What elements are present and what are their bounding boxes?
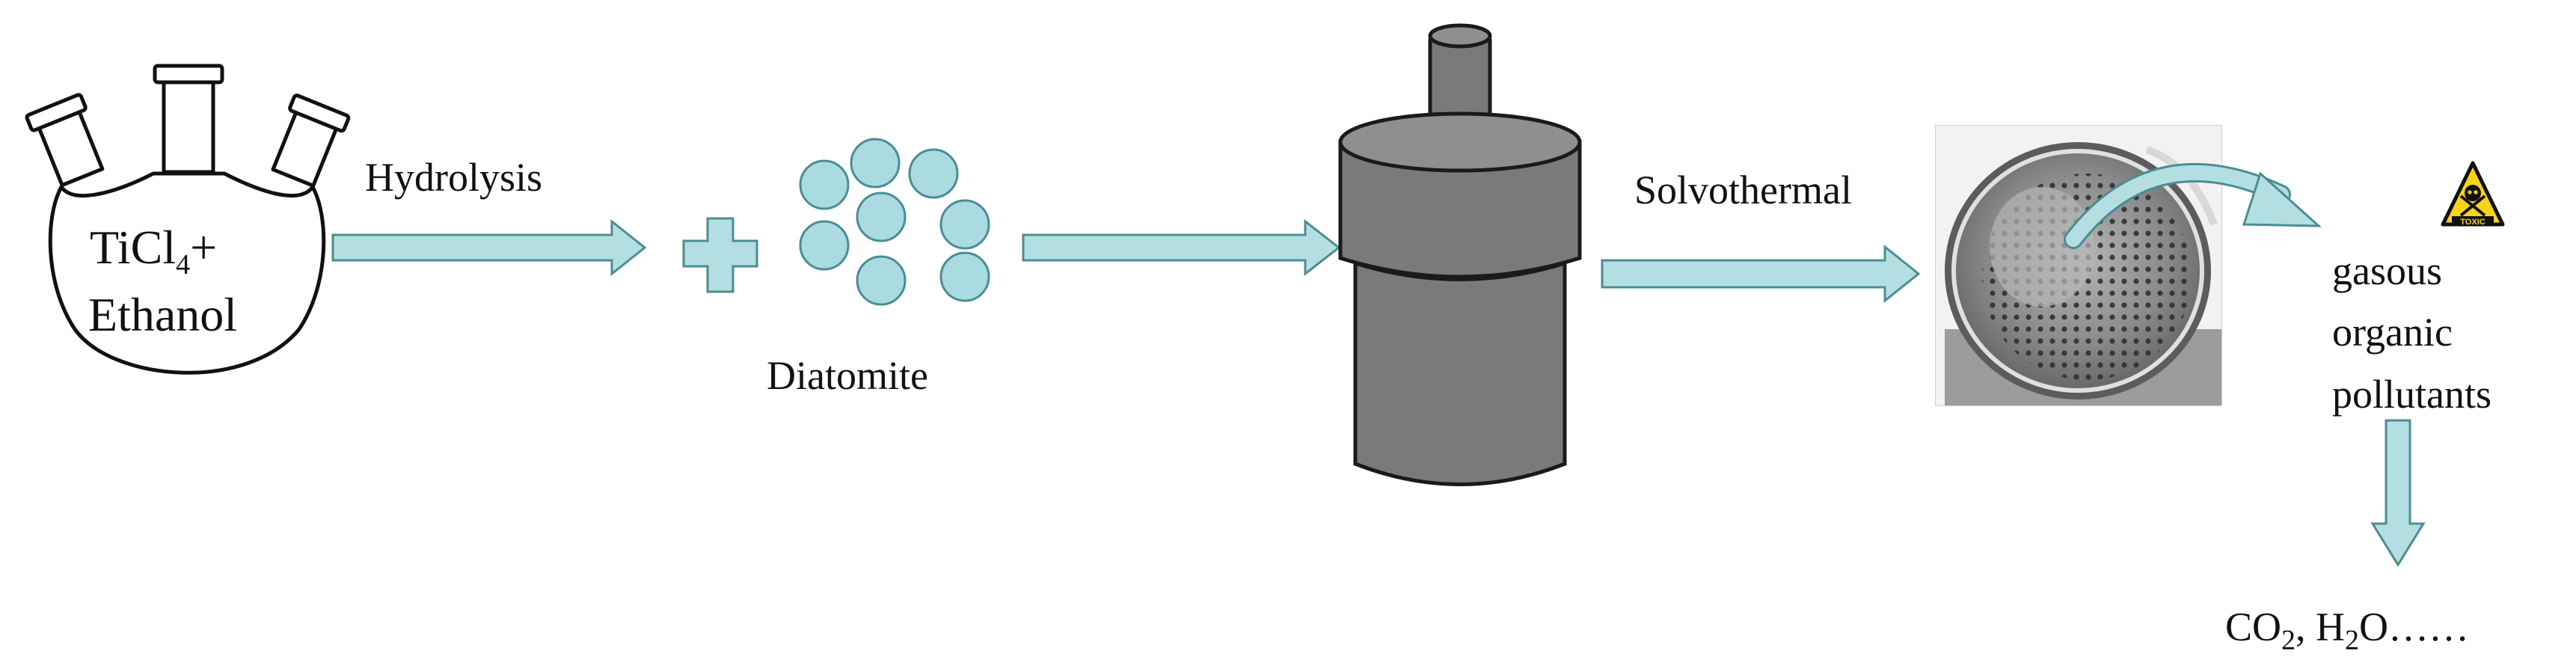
diatomite-bead bbox=[799, 220, 850, 271]
flask-left-neck bbox=[25, 93, 105, 188]
autoclave-reactor bbox=[1338, 23, 1582, 486]
diatomite-bead bbox=[799, 159, 850, 210]
flask-body bbox=[48, 171, 326, 375]
arrow-to-autoclave bbox=[1022, 218, 1341, 277]
flask-right-neck bbox=[271, 94, 351, 188]
diatomite-bead bbox=[939, 199, 990, 250]
skull-crossbones-icon bbox=[2459, 185, 2486, 217]
diatomite-label: Diatomite bbox=[767, 353, 928, 398]
flask-solvent-label: Ethanol bbox=[88, 288, 237, 341]
arrow-solvothermal bbox=[1601, 244, 1921, 304]
sem-diatom-image bbox=[1935, 125, 2222, 406]
three-neck-flask: TiCl4+ Ethanol bbox=[25, 64, 351, 375]
diatomite-bead bbox=[939, 251, 990, 302]
pollutants-line3: pollutants bbox=[2332, 372, 2491, 417]
diatomite-bead bbox=[856, 255, 907, 306]
diatomite-bead bbox=[908, 148, 959, 199]
plus-icon bbox=[682, 217, 758, 293]
hydrolysis-label: Hydrolysis bbox=[365, 155, 542, 200]
toxic-sign-text: TOXIC bbox=[2460, 218, 2485, 227]
products-label: CO2, H2O…… bbox=[2225, 604, 2469, 656]
flask-center-neck bbox=[153, 64, 224, 174]
flask-reagent-label: TiCl4+ bbox=[90, 221, 217, 281]
toxic-warning-sign: TOXIC bbox=[2441, 161, 2505, 227]
pollutants-line2: organic bbox=[2332, 310, 2453, 355]
arrow-hydrolysis bbox=[331, 218, 647, 277]
diatomite-particles bbox=[799, 138, 990, 306]
diatomite-bead bbox=[856, 192, 907, 242]
diatomite-bead bbox=[850, 138, 901, 189]
arrow-down-to-products bbox=[2370, 419, 2426, 567]
curved-arrow-to-pollutants bbox=[2064, 162, 2322, 249]
solvothermal-label: Solvothermal bbox=[1634, 168, 1852, 212]
autoclave-body bbox=[1353, 260, 1567, 486]
pollutants-line1: gasous bbox=[2332, 248, 2442, 293]
